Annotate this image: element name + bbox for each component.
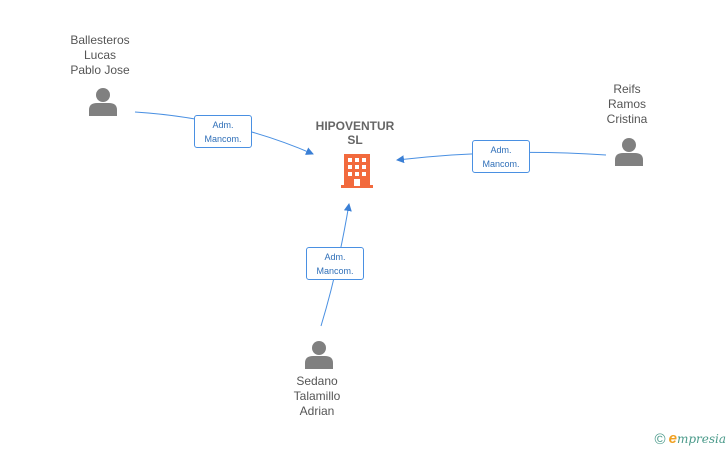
company-name-line1: HIPOVENTUR [315, 119, 395, 133]
person-icon[interactable] [305, 340, 333, 369]
relation-label-line2: Mancom. [204, 134, 242, 144]
person-name-line: Reifs [613, 82, 641, 96]
person-name-line: Adrian [299, 404, 335, 418]
person-icon[interactable] [89, 87, 117, 116]
relation-label-line1: Adm. [324, 252, 346, 262]
relation-label-ballesteros[interactable]: Adm. Mancom. [194, 115, 252, 148]
relation-label-reifs[interactable]: Adm. Mancom. [472, 140, 530, 173]
person-name-line: Pablo Jose [70, 63, 130, 77]
person-name-line: Sedano [296, 374, 338, 388]
relation-label-line1: Adm. [490, 145, 512, 155]
person-name-sedano[interactable]: Sedano Talamillo Adrian [247, 374, 387, 419]
brand-initial: e [668, 430, 677, 447]
company-name-line2: SL [347, 133, 363, 147]
person-name-line: Talamillo [293, 389, 341, 403]
person-name-reifs[interactable]: Reifs Ramos Cristina [557, 82, 697, 127]
person-name-line: Ballesteros [70, 33, 130, 47]
empresia-logo[interactable]: ©empresia [655, 430, 726, 448]
brand-name: mpresia [676, 432, 726, 446]
copyright-icon: © [654, 431, 666, 448]
person-name-line: Ramos [607, 97, 646, 111]
person-name-ballesteros[interactable]: Ballesteros Lucas Pablo Jose [30, 33, 170, 78]
relation-label-sedano[interactable]: Adm. Mancom. [306, 247, 364, 280]
company-name[interactable]: HIPOVENTUR SL [285, 119, 425, 147]
person-icon[interactable] [615, 137, 643, 166]
person-name-line: Lucas [83, 48, 117, 62]
building-icon[interactable] [341, 153, 373, 188]
relation-label-line2: Mancom. [316, 266, 354, 276]
person-name-line: Cristina [606, 112, 648, 126]
relation-label-line1: Adm. [212, 120, 234, 130]
relation-label-line2: Mancom. [482, 159, 520, 169]
